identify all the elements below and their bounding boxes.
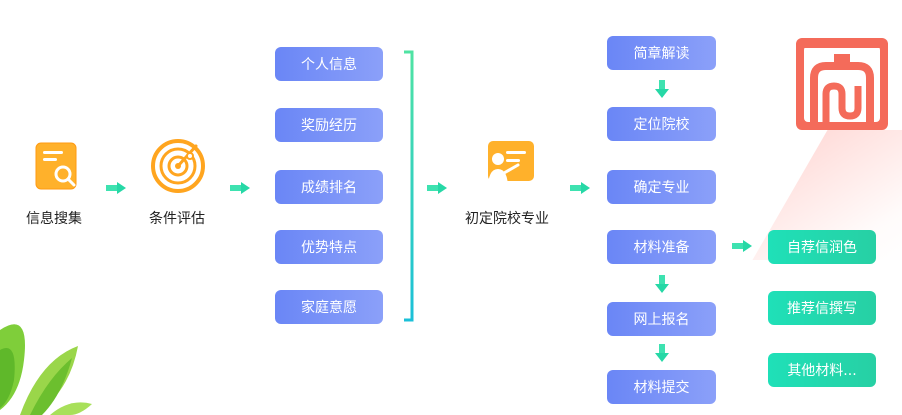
condition-ranking: 成绩排名 <box>275 170 383 204</box>
search-document-icon <box>35 142 77 190</box>
teacher-board-icon <box>488 141 534 189</box>
brand-logo-icon <box>796 38 888 130</box>
material-self-recommendation: 自荐信润色 <box>768 230 876 264</box>
stage-evaluate-label: 条件评估 <box>149 211 205 227</box>
down-arrow-icon <box>655 275 669 293</box>
plant-leaves-icon <box>0 324 92 415</box>
condition-awards: 奖励经历 <box>275 108 383 142</box>
material-others: 其他材料... <box>768 353 876 387</box>
flow-arrow-icon <box>427 182 447 194</box>
step-school-positioning: 定位院校 <box>607 107 716 141</box>
down-arrow-icon <box>655 80 669 98</box>
material-recommendation-letter: 推荐信撰写 <box>768 291 876 325</box>
step-material-prep: 材料准备 <box>607 230 716 264</box>
step-material-submission: 材料提交 <box>607 370 716 404</box>
condition-strengths: 优势特点 <box>275 230 383 264</box>
condition-family-wishes: 家庭意愿 <box>275 290 383 324</box>
stage-shortlist-label: 初定院校专业 <box>465 211 549 227</box>
radar-target-icon <box>151 139 205 193</box>
flow-arrow-icon <box>732 240 752 252</box>
step-brochure-reading: 简章解读 <box>607 36 716 70</box>
flow-arrow-icon <box>230 182 250 194</box>
step-online-registration: 网上报名 <box>607 302 716 336</box>
condition-personal-info: 个人信息 <box>275 47 383 81</box>
bracket-icon <box>404 50 414 322</box>
down-arrow-icon <box>655 344 669 362</box>
flow-arrow-icon <box>106 182 126 194</box>
step-major-decision: 确定专业 <box>607 170 716 204</box>
flow-arrow-icon <box>570 182 590 194</box>
stage-collect-label: 信息搜集 <box>26 211 82 227</box>
